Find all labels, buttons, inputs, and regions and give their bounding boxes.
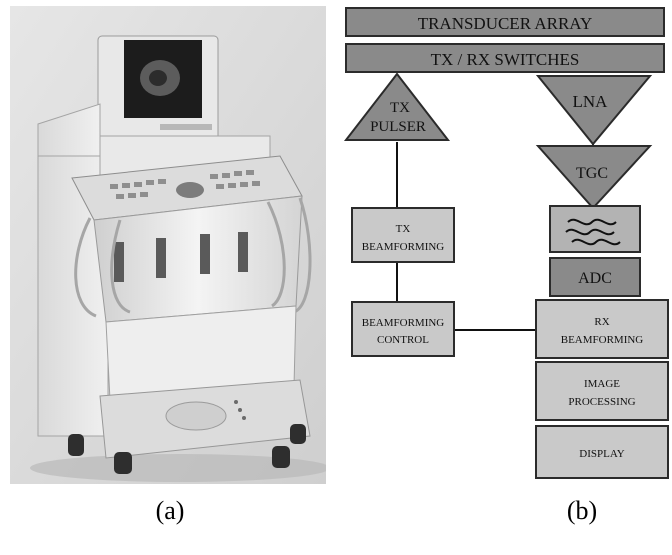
tx-beamforming-label-line1: TX [396, 223, 411, 235]
tx-pulser-block: TX PULSER [343, 72, 451, 141]
tx-beamforming-block: TX BEAMFORMING [351, 207, 455, 263]
trackball [176, 182, 204, 198]
transducer-array-block: TRANSDUCER ARRAY [345, 7, 665, 37]
beamforming-control-label-line1: BEAMFORMING [362, 317, 445, 329]
tx-beamforming-label-line2: BEAMFORMING [362, 241, 445, 253]
image-processing-label-line2: PROCESSING [568, 396, 635, 408]
caption-b: (b) [566, 496, 598, 525]
caption-a: (a) [155, 496, 185, 525]
filter-block [549, 205, 641, 253]
tgc-block: TGC [535, 145, 653, 210]
rx-beamforming-label-line1: RX [594, 316, 609, 328]
floor-shadow [30, 454, 326, 482]
tx-pulser-label-line2: PULSER [370, 119, 426, 135]
lna-label: LNA [573, 92, 609, 111]
display-block: DISPLAY [535, 425, 669, 479]
transducer-array-label: TRANSDUCER ARRAY [418, 14, 593, 33]
tx-pulser-label-line1: TX [390, 100, 410, 116]
image-processing-block: IMAGE PROCESSING [535, 361, 669, 421]
cart-body [37, 103, 312, 474]
band-pass-filter-icon [565, 218, 621, 246]
beamforming-control-label-line2: CONTROL [377, 334, 429, 346]
adc-label: ADC [578, 270, 612, 287]
image-processing-label-line1: IMAGE [584, 378, 620, 390]
monitor [97, 35, 219, 152]
adc-block: ADC [549, 257, 641, 297]
rx-beamforming-block: RX BEAMFORMING [535, 299, 669, 359]
display-label: DISPLAY [579, 448, 624, 460]
ultrasound-machine-photo [10, 6, 326, 484]
wheels [68, 424, 306, 474]
tx-rx-switches-block: TX / RX SWITCHES [345, 43, 665, 73]
probe-holders [114, 232, 248, 282]
tx-rx-switches-label: TX / RX SWITCHES [431, 50, 580, 69]
probe-cables [74, 197, 312, 318]
tgc-label: TGC [576, 165, 608, 182]
beamforming-control-block: BEAMFORMING CONTROL [351, 301, 455, 357]
ultrasound-block-diagram: TRANSDUCER ARRAY TX / RX SWITCHES TX PUL… [343, 7, 669, 479]
rx-beamforming-label-line2: BEAMFORMING [561, 334, 644, 346]
lna-block: LNA [535, 75, 653, 146]
